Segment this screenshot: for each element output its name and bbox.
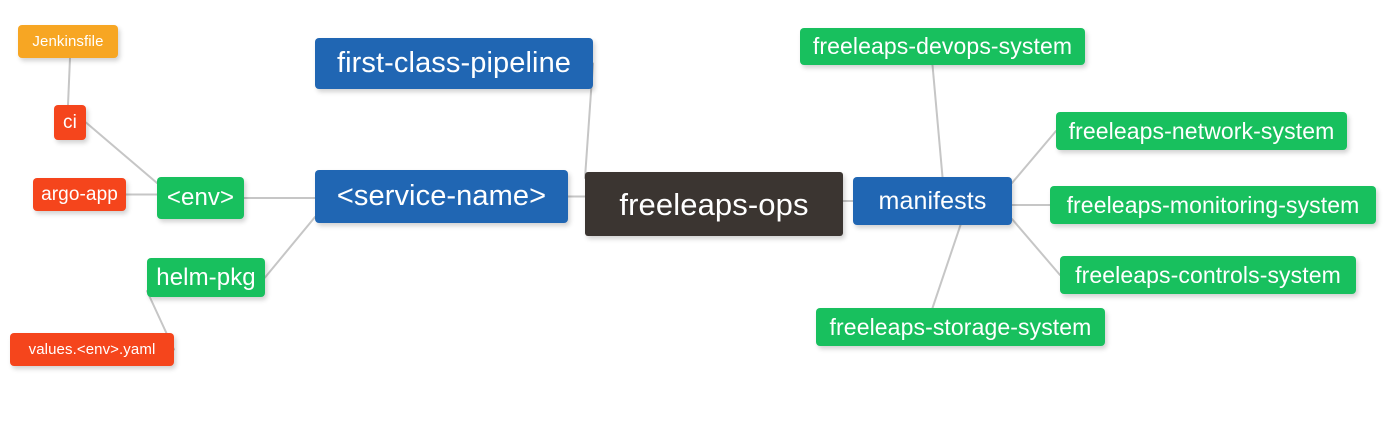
mindmap-node-label: freeleaps-ops bbox=[619, 186, 809, 222]
mindmap-node-freeleaps-controls-system[interactable]: freeleaps-controls-system bbox=[1060, 256, 1356, 294]
edge-manifests-to-freeleaps-network-system bbox=[1011, 130, 1057, 184]
mindmap-node-label: freeleaps-devops-system bbox=[812, 33, 1073, 59]
mindmap-node-jenkinsfile[interactable]: Jenkinsfile bbox=[18, 25, 118, 58]
mindmap-node-label: freeleaps-storage-system bbox=[829, 313, 1092, 340]
mindmap-node-freeleaps-monitoring-system[interactable]: freeleaps-monitoring-system bbox=[1050, 186, 1376, 224]
mindmap-node-label: Jenkinsfile bbox=[32, 33, 104, 50]
mindmap-node-first-class-pipeline[interactable]: first-class-pipeline bbox=[315, 38, 593, 89]
mindmap-node-label: freeleaps-controls-system bbox=[1075, 261, 1341, 288]
edge-manifests-to-freeleaps-storage-system bbox=[931, 224, 962, 309]
mindmap-node-freeleaps-ops[interactable]: freeleaps-ops bbox=[585, 172, 843, 236]
mindmap-node-ci[interactable]: ci bbox=[54, 105, 86, 140]
mindmap-node-freeleaps-storage-system[interactable]: freeleaps-storage-system bbox=[816, 308, 1105, 346]
mindmap-node-freeleaps-devops-system[interactable]: freeleaps-devops-system bbox=[800, 28, 1085, 65]
edge-ci-to-jenkinsfile bbox=[67, 57, 71, 106]
edge-manifests-to-freeleaps-devops-system bbox=[931, 64, 944, 178]
mindmap-node-label: freeleaps-network-system bbox=[1068, 117, 1335, 144]
mindmap-node-values-env-yaml[interactable]: values.<env>.yaml bbox=[10, 333, 174, 366]
mindmap-node-label: ci bbox=[63, 112, 77, 133]
mindmap-node-label: <service-name> bbox=[336, 180, 547, 212]
mindmap-node-label: argo-app bbox=[41, 184, 118, 205]
mindmap-node-freeleaps-network-system[interactable]: freeleaps-network-system bbox=[1056, 112, 1347, 150]
edge-service-name-to-helm-pkg bbox=[264, 216, 316, 279]
mindmap-node-label: values.<env>.yaml bbox=[28, 341, 156, 358]
edge-env-to-ci bbox=[85, 121, 158, 184]
mindmap-node-label: first-class-pipeline bbox=[336, 47, 572, 79]
mindmap-node-argo-app[interactable]: argo-app bbox=[33, 178, 126, 211]
mindmap-node-manifests[interactable]: manifests bbox=[853, 177, 1012, 225]
mindmap-node-label: <env> bbox=[166, 184, 235, 211]
mindmap-node-label: helm-pkg bbox=[156, 263, 256, 291]
edge-manifests-to-freeleaps-controls-system bbox=[1011, 218, 1061, 276]
mindmap-node-label: manifests bbox=[878, 186, 987, 215]
mindmap-node-service-name[interactable]: <service-name> bbox=[315, 170, 568, 223]
mindmap-node-helm-pkg[interactable]: helm-pkg bbox=[147, 258, 265, 297]
mindmap-node-label: freeleaps-monitoring-system bbox=[1066, 191, 1360, 218]
mindmap-node-env[interactable]: <env> bbox=[157, 177, 244, 219]
